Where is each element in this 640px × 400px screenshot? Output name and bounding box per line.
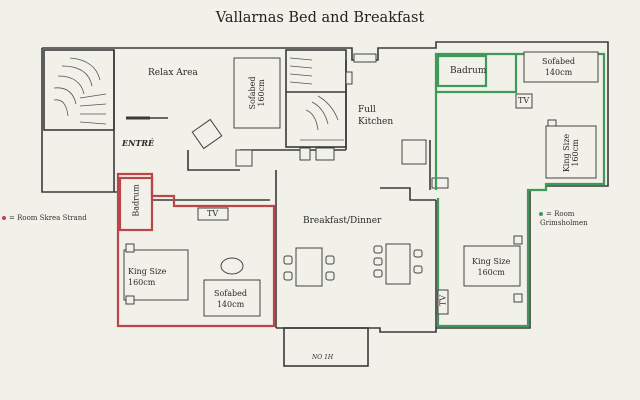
- label-red-king: King Size 160cm: [128, 267, 167, 287]
- outer-wall: [41, 48, 118, 193]
- armchair: [191, 118, 223, 150]
- side-table: [235, 149, 253, 167]
- label-green-king-top: King Size 160cm: [562, 133, 580, 173]
- red-room-border: [116, 172, 276, 328]
- label-full-kitchen: Full Kitchen: [358, 105, 394, 127]
- red-badrum: [118, 176, 154, 232]
- label-red-badrum: Badrum: [131, 184, 141, 217]
- legend-red: = Room Skrea Strand: [9, 214, 87, 222]
- green-badrum: [436, 54, 488, 88]
- green-tv-top: [515, 93, 533, 109]
- outer-wall-top: [42, 41, 609, 187]
- red-king-bed: [123, 249, 189, 301]
- label-green-sofabed: Sofabed 140cm: [542, 57, 576, 77]
- green-tv-bottom: [437, 289, 449, 315]
- label-relax-area: Relax Area: [148, 68, 198, 78]
- label-green-badrum: Badrum: [450, 66, 487, 76]
- label-entre: ENTRÉ: [122, 138, 155, 148]
- label-red-tv: TV: [207, 209, 219, 218]
- label-red-sofabed: Sofabed 140cm: [214, 289, 248, 309]
- green-king-bottom: [463, 245, 521, 287]
- dining-table-left: [295, 247, 323, 287]
- label-sofabed-relax: Sofabed 160cm: [248, 76, 266, 110]
- label-green-tv-bottom: TV: [438, 294, 448, 307]
- red-table: [220, 257, 244, 275]
- outer-wall-right: [436, 190, 531, 329]
- legend-green-line1: = Room: [546, 210, 575, 218]
- dining-table-right: [385, 243, 411, 285]
- label-deck: NO 1H: [312, 354, 334, 361]
- plan-title: Vallarnas Bed and Breakfast: [215, 10, 425, 26]
- label-green-tv-top: TV: [518, 96, 530, 105]
- red-tv: [197, 207, 229, 221]
- green-sofabed: [523, 51, 599, 83]
- left-stairs: [43, 49, 115, 131]
- sofabed-relax: [233, 57, 281, 129]
- label-breakfast-dinner: Breakfast/Dinner: [303, 216, 382, 226]
- legend-green-line2: Grimsholmen: [540, 219, 588, 227]
- green-king-top: [545, 125, 597, 179]
- label-green-king-bottom: King Size 160cm: [472, 257, 511, 277]
- front-deck: [283, 327, 369, 367]
- center-stairs: [285, 49, 347, 148]
- red-sofabed: [203, 279, 261, 317]
